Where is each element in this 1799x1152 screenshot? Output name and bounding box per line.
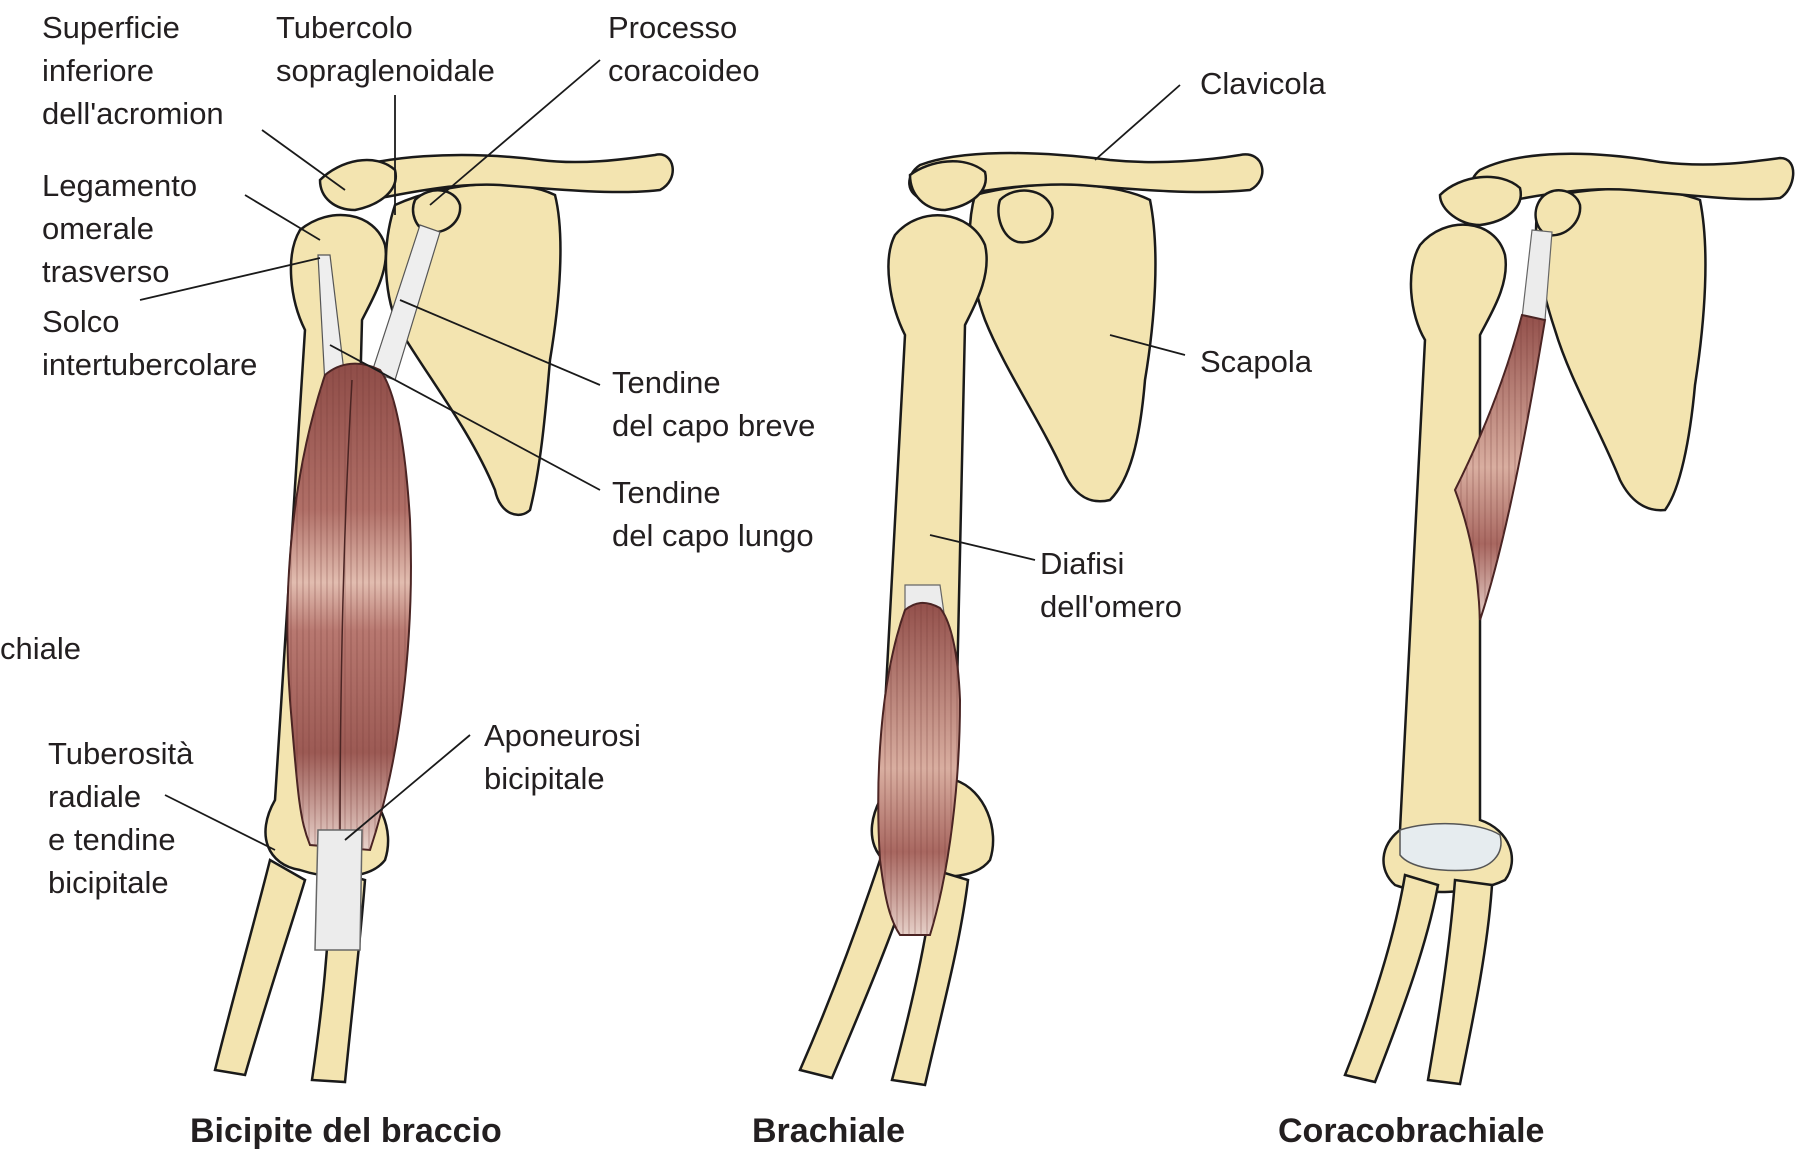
scapula-1 xyxy=(386,184,561,515)
scapula-3 xyxy=(1536,189,1705,510)
label-tendine-capo-breve: Tendine del capo breve xyxy=(612,361,815,447)
scapula-2 xyxy=(970,184,1156,501)
label-superficie-acromion: Superficie inferiore dell'acromion xyxy=(42,6,224,135)
bicipital-aponeurosis xyxy=(315,830,362,950)
label-tubercolo-sopraglenoidale: Tubercolo sopraglenoidale xyxy=(276,6,495,92)
label-processo-coracoideo: Processo coracoideo xyxy=(608,6,760,92)
acromion-3 xyxy=(1440,177,1521,225)
figure-coracobrachialis xyxy=(1345,154,1793,1084)
label-solco-intertubercolare: Solco intertubercolare xyxy=(42,300,257,386)
acromion-1 xyxy=(320,160,396,210)
label-tendine-capo-lungo: Tendine del capo lungo xyxy=(612,471,814,557)
label-tuberosita-radiale: Tuberosità radiale e tendine bicipitale xyxy=(48,732,193,904)
coracoid-2 xyxy=(998,191,1052,243)
label-clavicola: Clavicola xyxy=(1200,62,1326,105)
forearm-bones-3 xyxy=(1345,875,1492,1084)
elbow-joint-3 xyxy=(1400,824,1501,871)
forearm-bones-2 xyxy=(800,860,968,1085)
label-legamento-omerale: Legamento omerale trasverso xyxy=(42,164,197,293)
caption-brachiale: Brachiale xyxy=(752,1112,905,1151)
label-aponeurosi-bicipitale: Aponeurosi bicipitale xyxy=(484,714,641,800)
figure-brachialis xyxy=(800,85,1262,1085)
label-diafisi-omero: Diafisi dell'omero xyxy=(1040,542,1182,628)
caption-coracobrachiale: Coracobrachiale xyxy=(1278,1112,1544,1151)
label-scapola: Scapola xyxy=(1200,340,1312,383)
figure-biceps xyxy=(140,60,673,1082)
caption-bicipite: Bicipite del braccio xyxy=(190,1112,502,1151)
label-chiale-cropped: chiale xyxy=(0,627,81,670)
